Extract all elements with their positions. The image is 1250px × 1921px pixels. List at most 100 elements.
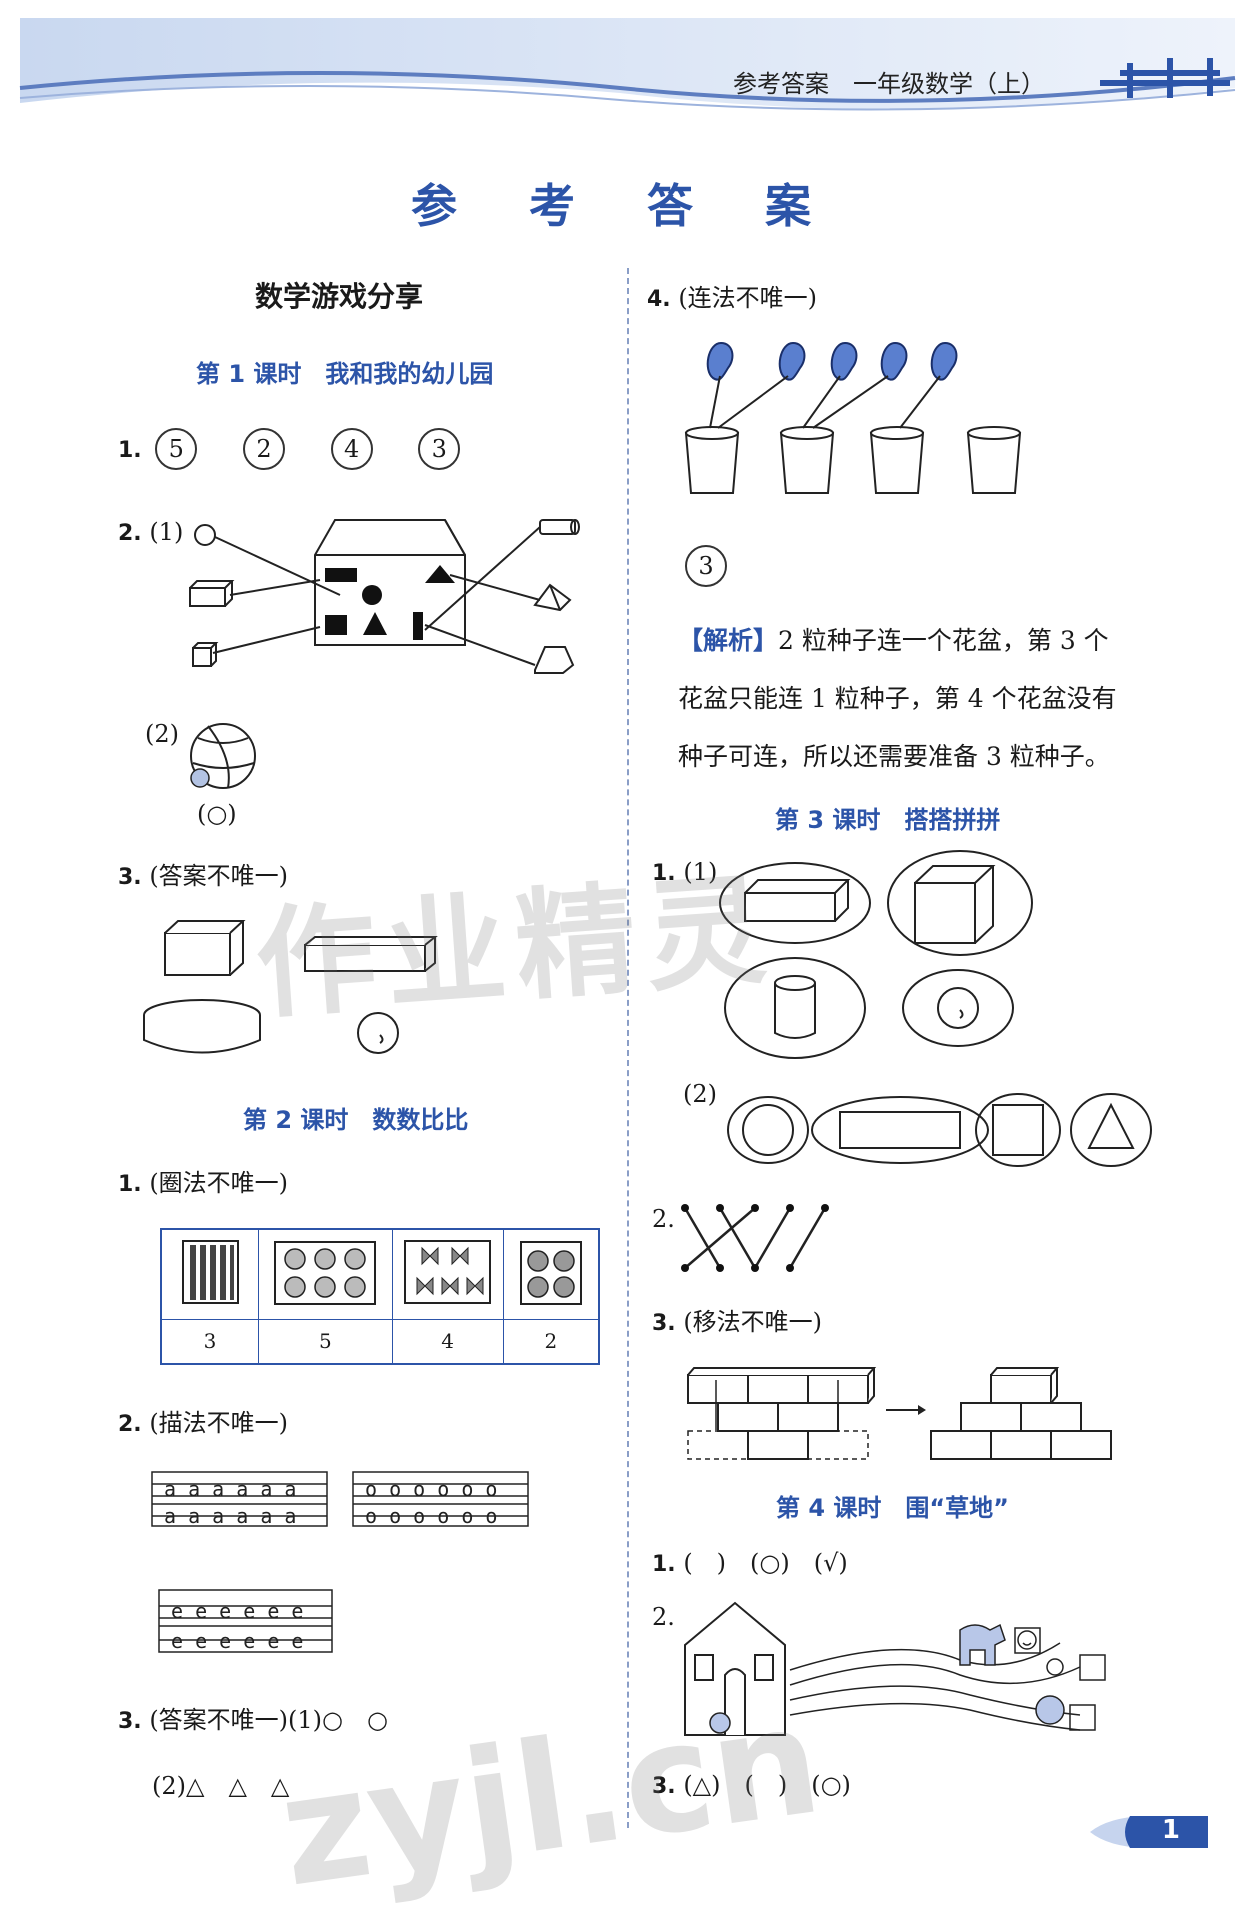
l2-q1-num: 1. <box>118 1172 142 1197</box>
page-badge <box>1090 1816 1208 1848</box>
r-l4-q2-num: 2. <box>652 1603 675 1631</box>
l2-q3-line2: (2)△ △ △ <box>152 1772 290 1800</box>
r-l4-q1: 1. ( ) (○) (√) <box>652 1543 848 1578</box>
r-l3-q1-part1: (1) <box>683 858 718 886</box>
r-q4-answer: 3 <box>685 545 727 587</box>
header-band <box>19 18 1236 111</box>
l2-q2-num: 2. <box>118 1412 142 1437</box>
seed-icon <box>880 341 908 381</box>
count-cell: 5 <box>258 1318 393 1365</box>
r-l4-q1-answers: ( ) (○) (√) <box>683 1549 848 1577</box>
column-divider <box>627 268 629 1828</box>
l2-q1-note: (圈法不唯一) <box>149 1169 289 1197</box>
circled-answer: 3 <box>685 545 727 587</box>
circled-answer: 5 <box>155 428 198 470</box>
r-l3-q3: 3. (移法不唯一) <box>652 1302 822 1337</box>
svg-text:a a a a a a: a a a a a a <box>164 1477 296 1501</box>
r-l4-q3-num: 3. <box>652 1774 676 1799</box>
seed-icon <box>830 341 858 381</box>
svg-text:a a a a a a: a a a a a a <box>164 1504 296 1528</box>
lesson4-title: 第 4 课时 围“草地” <box>776 1494 1009 1522</box>
section-title: 数学游戏分享 <box>255 280 424 313</box>
svg-text:e e e e e e: e e e e e e <box>171 1599 303 1623</box>
matching-lines-diagram <box>681 1204 829 1272</box>
lesson2-title: 第 2 课时 数数比比 <box>243 1106 469 1134</box>
r-l3-q2-num: 2. <box>652 1205 675 1233</box>
count-cell: 2 <box>502 1318 600 1365</box>
cat-icon <box>709 1712 731 1734</box>
cell-balls <box>258 1228 393 1320</box>
count-table: 3 5 4 2 <box>160 1228 600 1365</box>
block-moving-diagram <box>687 1367 1112 1460</box>
header-title: 参考答案 一年级数学（上） <box>733 70 1045 98</box>
lesson3-title: 第 3 课时 搭搭拼拼 <box>775 806 1001 834</box>
circled-answer: 4 <box>330 428 373 470</box>
seeds-pots-diagram <box>684 341 1022 494</box>
balls-icon <box>274 1240 377 1305</box>
l2-q3: 3. (答案不唯一)(1)○ ○ <box>118 1700 388 1735</box>
shape-box-diagram <box>189 519 580 674</box>
monkey-icon <box>1035 1695 1065 1725</box>
count-cell: 3 <box>160 1318 260 1365</box>
r-q4-note: (连法不唯一) <box>678 284 818 312</box>
ball-icon <box>194 524 216 546</box>
svg-text:e e e e e e: e e e e e e <box>171 1629 303 1653</box>
r-q4: 4. (连法不唯一) <box>647 278 817 313</box>
r-l3-q3-num: 3. <box>652 1311 676 1336</box>
r-l4-q1-num: 1. <box>652 1552 676 1577</box>
circled-answer: 2 <box>242 428 285 470</box>
l1-q3: 3. (答案不唯一) <box>118 856 288 891</box>
analysis-line3: 种子可连，所以还需要准备 3 粒种子。 <box>678 742 1110 771</box>
analysis-text: 2 粒种子连一个花盆，第 3 个 <box>778 626 1109 655</box>
count-cell: 4 <box>391 1318 504 1365</box>
solid-shapes-drawing <box>143 920 438 1054</box>
dog-icon <box>959 1623 1006 1666</box>
l1-q2-answer: (○) <box>197 800 237 828</box>
sticks-icon <box>182 1239 240 1304</box>
l2-q2: 2. (描法不唯一) <box>118 1403 288 1438</box>
l2-q3-line1: (答案不唯一)(1)○ ○ <box>149 1706 388 1734</box>
lesson1-title: 第 1 课时 我和我的幼儿园 <box>196 360 494 388</box>
l2-q1: 1. (圈法不唯一) <box>118 1163 288 1198</box>
watermark-text: 作业精灵 <box>251 861 781 1036</box>
letter-tracing-e: e e e e e e e e e e e e <box>158 1589 333 1653</box>
butterflies-icon <box>404 1239 492 1304</box>
beach-ball-icon <box>190 723 256 789</box>
page-title: 参 考 答 案 <box>410 179 840 233</box>
l2-q2-note: (描法不唯一) <box>149 1409 289 1437</box>
r-l3-q1-part2: (2) <box>683 1080 717 1108</box>
cell-shells <box>502 1228 600 1320</box>
seed-icon <box>930 341 958 381</box>
analysis-line1: 【解析】2 粒种子连一个花盆，第 3 个 <box>678 612 1109 670</box>
r-l3-q1-num: 1. <box>652 861 676 886</box>
l1-q3-note: (答案不唯一) <box>149 862 289 890</box>
svg-text:o o o o o o: o o o o o o <box>365 1504 497 1528</box>
r-l3-q1: 1. (1) <box>652 858 717 886</box>
r-q4-num: 4. <box>647 287 671 312</box>
cell-butterflies <box>391 1228 504 1320</box>
r-l4-q3-answers: (△) ( ) (○) <box>683 1771 851 1799</box>
pot-icon <box>684 432 740 494</box>
l1-q3-num: 3. <box>118 865 142 890</box>
house-paths-diagram <box>684 1601 1106 1736</box>
shells-icon <box>519 1240 582 1305</box>
rabbit-icon <box>1046 1658 1064 1676</box>
l1-q2: 2. (1) <box>118 518 183 546</box>
pot-icon <box>869 432 925 494</box>
pot-icon <box>779 432 835 494</box>
grouped-solids-diagram <box>719 850 1033 1059</box>
r-l4-q3: 3. (△) ( ) (○) <box>652 1765 851 1800</box>
analysis-tag: 【解析】 <box>678 626 779 655</box>
pot-icon <box>966 432 1022 494</box>
plane-shapes-diagram <box>727 1093 1152 1167</box>
l1-q2-num: 2. <box>118 521 142 546</box>
l1-q2-part1: (1) <box>149 518 184 546</box>
letter-tracing-a-o: a a a a a a a a a a a a o o o o o o o o o … <box>151 1471 529 1528</box>
l2-q3-num: 3. <box>118 1709 142 1734</box>
page-number: 1 <box>1161 1815 1180 1845</box>
circled-answer: 3 <box>418 428 461 470</box>
cell-sticks <box>160 1228 260 1320</box>
svg-text:o o o o o o: o o o o o o <box>365 1477 497 1501</box>
analysis-line2: 花盆只能连 1 粒种子，第 4 个花盆没有 <box>678 684 1117 713</box>
l1-q1-num: 1. <box>118 438 142 463</box>
